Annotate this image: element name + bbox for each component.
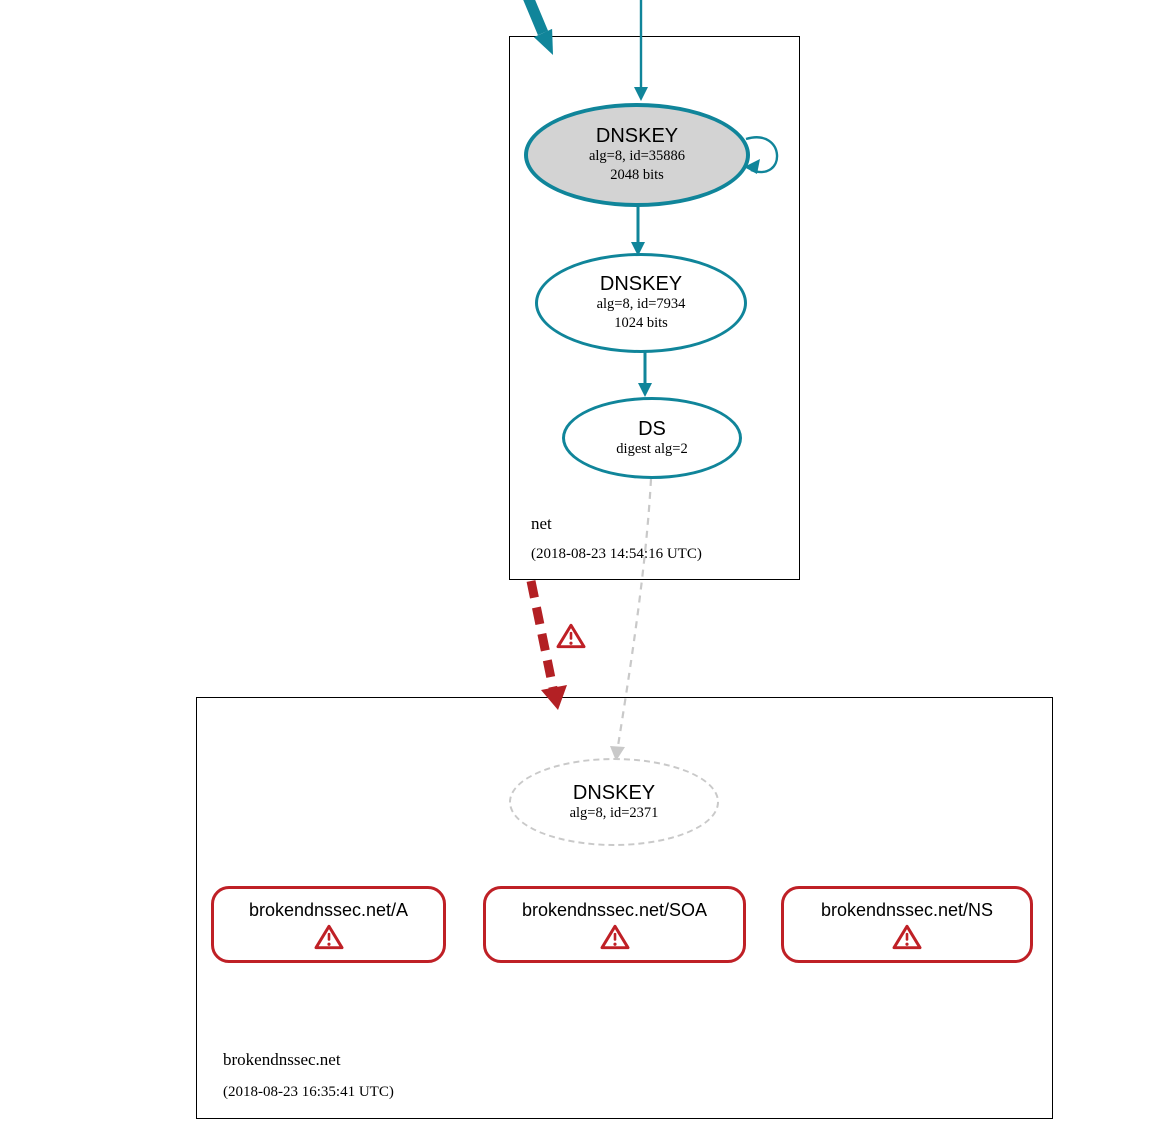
node-detail-alg-id: alg=8, id=35886 <box>588 148 686 165</box>
node-detail-digest: digest alg=2 <box>616 440 688 457</box>
node-title: DNSKEY <box>595 125 679 148</box>
node-ds: DS digest alg=2 <box>562 397 742 479</box>
node-detail-alg-id: alg=8, id=7934 <box>596 296 686 313</box>
zone-name: brokendnssec.net <box>223 1050 341 1069</box>
zone-timestamp: (2018-08-23 16:35:41 UTC) <box>223 1084 394 1100</box>
node-detail-bits: 1024 bits <box>614 315 668 331</box>
node-detail-bits: 2048 bits <box>610 167 664 183</box>
node-title: DNSKEY <box>599 273 683 296</box>
warning-icon <box>600 924 630 950</box>
zone-box-net: net (2018-08-23 14:54:16 UTC) <box>509 36 800 580</box>
zone-name: net <box>531 514 552 533</box>
node-dnskey-zsk-7934: DNSKEY alg=8, id=7934 1024 bits <box>535 253 747 353</box>
warning-icon <box>314 924 344 950</box>
node-title: DNSKEY <box>572 781 656 804</box>
node-dnskey-2371-insecure: DNSKEY alg=8, id=2371 <box>509 758 719 846</box>
rrset-brokendnssec-net-ns: brokendnssec.net/NS <box>781 886 1033 963</box>
warning-icon <box>892 924 922 950</box>
node-dnskey-ksk-35886: DNSKEY alg=8, id=35886 2048 bits <box>524 103 750 207</box>
rrset-label: brokendnssec.net/NS <box>820 899 994 920</box>
rrset-brokendnssec-net-soa: brokendnssec.net/SOA <box>483 886 746 963</box>
warning-icon <box>556 623 586 650</box>
rrset-brokendnssec-net-a: brokendnssec.net/A <box>211 886 446 963</box>
rrset-label: brokendnssec.net/SOA <box>521 899 708 920</box>
node-detail-alg-id: alg=8, id=2371 <box>569 804 659 821</box>
rrset-label: brokendnssec.net/A <box>248 899 409 920</box>
warning-triangle-glyph <box>556 623 586 649</box>
zone-timestamp: (2018-08-23 14:54:16 UTC) <box>531 546 702 562</box>
node-title: DS <box>638 417 666 440</box>
